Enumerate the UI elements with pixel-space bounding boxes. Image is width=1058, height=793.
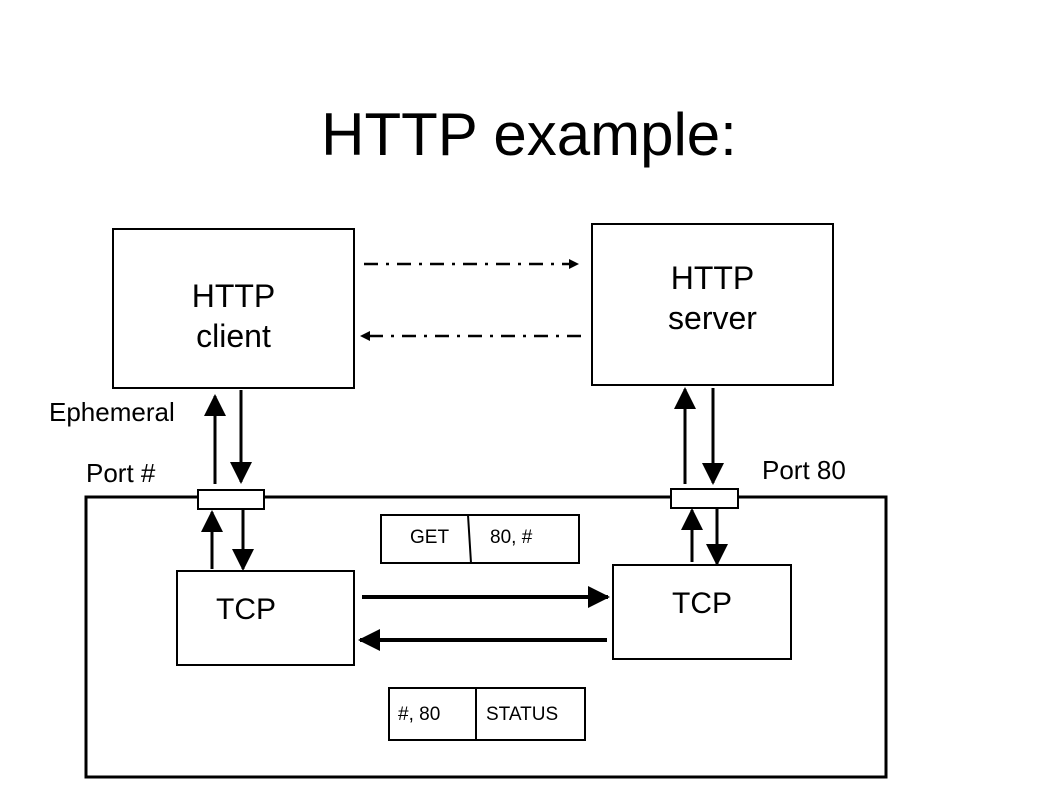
response-segment-payload: STATUS xyxy=(486,704,559,725)
http-server-box xyxy=(591,223,834,386)
http-server-line2: server xyxy=(668,300,757,336)
tcp-left-label: TCP xyxy=(216,593,276,626)
http-client-line1: HTTP xyxy=(191,278,276,314)
http-server-label: HTTP server xyxy=(592,258,833,338)
request-segment-box xyxy=(380,514,580,564)
response-segment-ports: #, 80 xyxy=(398,704,441,725)
http-client-label: HTTP client xyxy=(113,276,354,356)
request-segment-ports: 80, # xyxy=(490,527,533,548)
client-port-label-line1: Ephemeral xyxy=(49,397,175,427)
page-title: HTTP example: xyxy=(321,101,737,168)
http-server-line1: HTTP xyxy=(670,260,755,296)
transport-layer-box xyxy=(84,495,888,779)
client-port-label-line2: Port # xyxy=(86,458,156,488)
tcp-left-box xyxy=(176,570,355,666)
http-client-line2: client xyxy=(196,318,271,354)
http-client-box xyxy=(112,228,355,389)
server-port-socket xyxy=(670,488,739,509)
server-port-label: Port 80 xyxy=(762,455,846,485)
tcp-right-box xyxy=(612,564,792,660)
request-segment-divider xyxy=(467,514,472,564)
client-port-socket xyxy=(197,489,265,510)
response-segment-box xyxy=(388,687,586,741)
tcp-right-label: TCP xyxy=(672,587,732,620)
request-segment-payload: GET xyxy=(410,527,450,548)
